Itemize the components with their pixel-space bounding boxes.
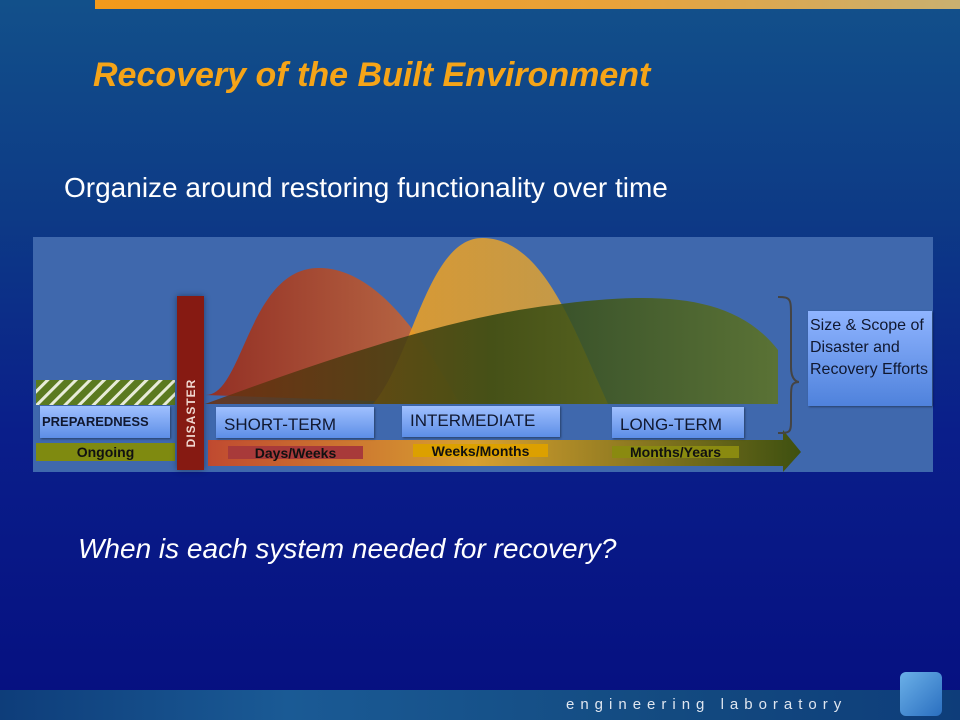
months-years-bar [612, 446, 739, 458]
curves-svg [36, 237, 801, 472]
disaster-label: DISASTER [184, 378, 198, 448]
duration-months-years: Months/Years [629, 444, 722, 460]
phase-long-term: LONG-TERM [612, 407, 744, 438]
disaster-bar: DISASTER [177, 296, 204, 470]
engineering-lab-logo-icon [900, 672, 942, 716]
footer-text: engineering laboratory [566, 696, 848, 713]
slide-question: When is each system needed for recovery? [78, 533, 617, 564]
weeks-months-bar [413, 444, 548, 457]
slide-subtitle: Organize around restoring functionality … [64, 172, 668, 203]
duration-weeks-months: Weeks/Months [431, 443, 530, 459]
footer-band: engineering laboratory [0, 690, 960, 720]
phase-short-term: SHORT-TERM [216, 407, 374, 438]
top-accent-line [95, 0, 960, 9]
recovery-timeline-diagram: DISASTER PREPAREDNESS SHORT-TERM INTERME… [33, 237, 933, 472]
duration-days-weeks: Days/Weeks [254, 445, 337, 461]
long-term-curve [205, 297, 778, 404]
slide-title: Recovery of the Built Environment [93, 56, 651, 94]
preparedness-hatch [36, 380, 175, 405]
ongoing-bar [36, 443, 175, 461]
scope-bracket [777, 296, 800, 434]
phase-preparedness: PREPAREDNESS [40, 406, 170, 438]
scope-note: Size & Scope of Disaster and Recovery Ef… [808, 311, 932, 406]
phase-intermediate: INTERMEDIATE [402, 406, 560, 437]
days-weeks-bar [228, 446, 363, 459]
duration-ongoing: Ongoing [76, 444, 135, 460]
